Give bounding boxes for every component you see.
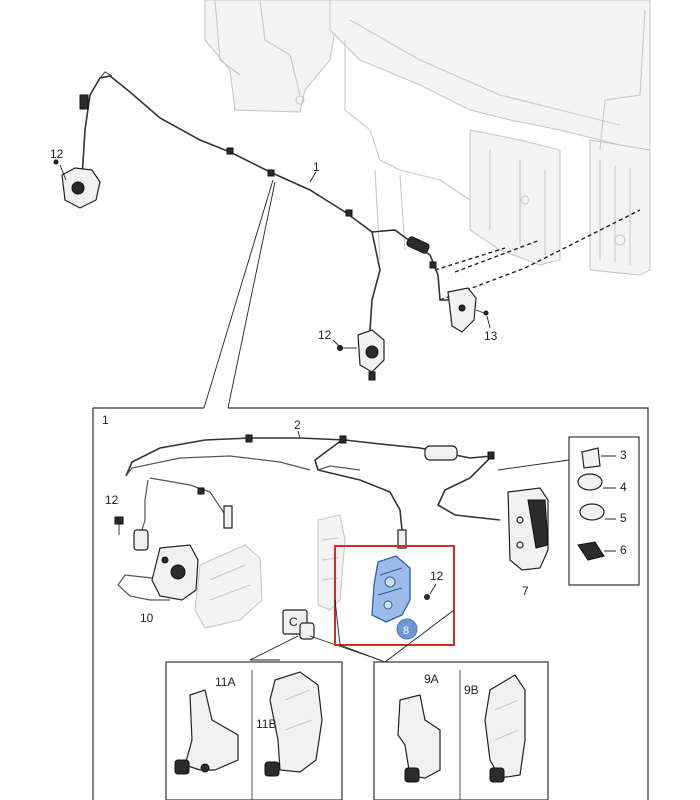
highlighted-part-8 [334, 545, 455, 646]
callout-top-12b: 12 [318, 328, 332, 342]
callout-8-badge [396, 618, 418, 640]
callout-7: 7 [522, 584, 529, 598]
panel-harness [125, 434, 501, 549]
parts-3-6-leaders [601, 455, 616, 552]
detail-panel-1 [92, 407, 649, 800]
callout-12-panel-left: 12 [105, 493, 119, 507]
latch-part-8 [371, 555, 411, 623]
cab-frame-ghost [204, 0, 651, 301]
callout-c: C [289, 615, 298, 629]
callout-9b: 9B [464, 683, 479, 697]
harness-top-assembly [53, 71, 489, 381]
parts-panel-3-6 [497, 436, 640, 586]
callout-4: 4 [620, 480, 627, 494]
callout-5: 5 [620, 511, 627, 525]
callout-panel-1: 1 [102, 413, 109, 427]
callout-11b: 11B [256, 717, 276, 731]
callout-2: 2 [294, 418, 301, 432]
lock-part-10 [114, 516, 199, 601]
part-2-leader [297, 430, 301, 439]
callout-6: 6 [620, 543, 627, 557]
callout-top-1: 1 [313, 160, 320, 174]
subpanel-9 [373, 661, 549, 800]
part-c [282, 609, 315, 640]
highlight-box [334, 545, 455, 646]
subpanel-11 [165, 661, 343, 800]
callout-top-12a: 12 [50, 147, 64, 161]
bracket-part-7 [507, 487, 549, 571]
top-leader-lines [203, 171, 491, 409]
callout-top-13: 13 [484, 329, 498, 343]
callout-3: 3 [620, 448, 627, 462]
callout-10: 10 [140, 611, 154, 625]
callout-8: 8 [403, 625, 409, 637]
callout-11a: 11A [215, 675, 235, 689]
part-8-leaders [334, 599, 455, 663]
callout-12-panel-right: 12 [430, 569, 444, 583]
ghost-bracket-left [194, 544, 263, 629]
callout-9a: 9A [424, 672, 439, 686]
part-c-leaders [249, 635, 381, 661]
ghost-bracket-center [317, 514, 346, 611]
